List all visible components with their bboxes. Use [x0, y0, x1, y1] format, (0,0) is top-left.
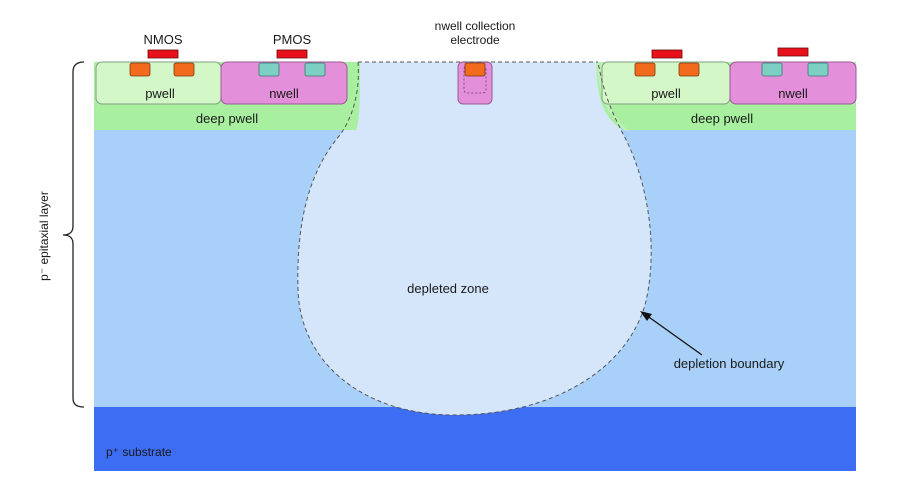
right-gate-1	[651, 49, 683, 59]
epitaxial-brace	[62, 61, 85, 408]
pmos-label: PMOS	[273, 32, 312, 47]
nmos-gate	[147, 49, 179, 59]
pmos-drain-diffusion	[304, 62, 326, 77]
nmos-label: NMOS	[144, 32, 183, 47]
nwell-left-label: nwell	[269, 86, 299, 101]
right-n-diffusion-2	[678, 62, 700, 77]
right-n-diffusion-1	[634, 62, 656, 77]
depletion-boundary-label: depletion boundary	[674, 356, 785, 371]
deep-pwell-right-label: deep pwell	[691, 111, 753, 126]
substrate-layer	[94, 407, 856, 471]
epitaxial-layer-label: p⁻ epitaxial layer	[37, 191, 51, 281]
right-gate-2	[777, 47, 809, 57]
pmos-source-diffusion	[258, 62, 280, 77]
collection-electrode-diffusion	[464, 62, 486, 77]
depleted-zone	[297, 62, 652, 415]
right-p-diffusion-2	[807, 62, 829, 77]
depletion-boundary-line	[297, 61, 652, 416]
pwell-right-label: pwell	[651, 86, 681, 101]
depletion-boundary-arrow	[645, 314, 703, 356]
nmos-drain-diffusion	[173, 62, 195, 77]
depleted-zone-label: depleted zone	[407, 281, 489, 296]
collection-electrode-label-line1: nwell collection	[435, 19, 516, 33]
right-p-diffusion-1	[761, 62, 783, 77]
nwell-right-label: nwell	[778, 86, 808, 101]
nmos-source-diffusion	[129, 62, 151, 77]
pmos-gate	[276, 49, 308, 59]
pwell-left-label: pwell	[145, 86, 175, 101]
substrate-label: p⁺ substrate	[106, 445, 172, 459]
collection-electrode-label-line2: electrode	[450, 33, 500, 47]
depletion-boundary-arrowhead	[640, 311, 652, 321]
deep-pwell-left-label: deep pwell	[196, 111, 258, 126]
